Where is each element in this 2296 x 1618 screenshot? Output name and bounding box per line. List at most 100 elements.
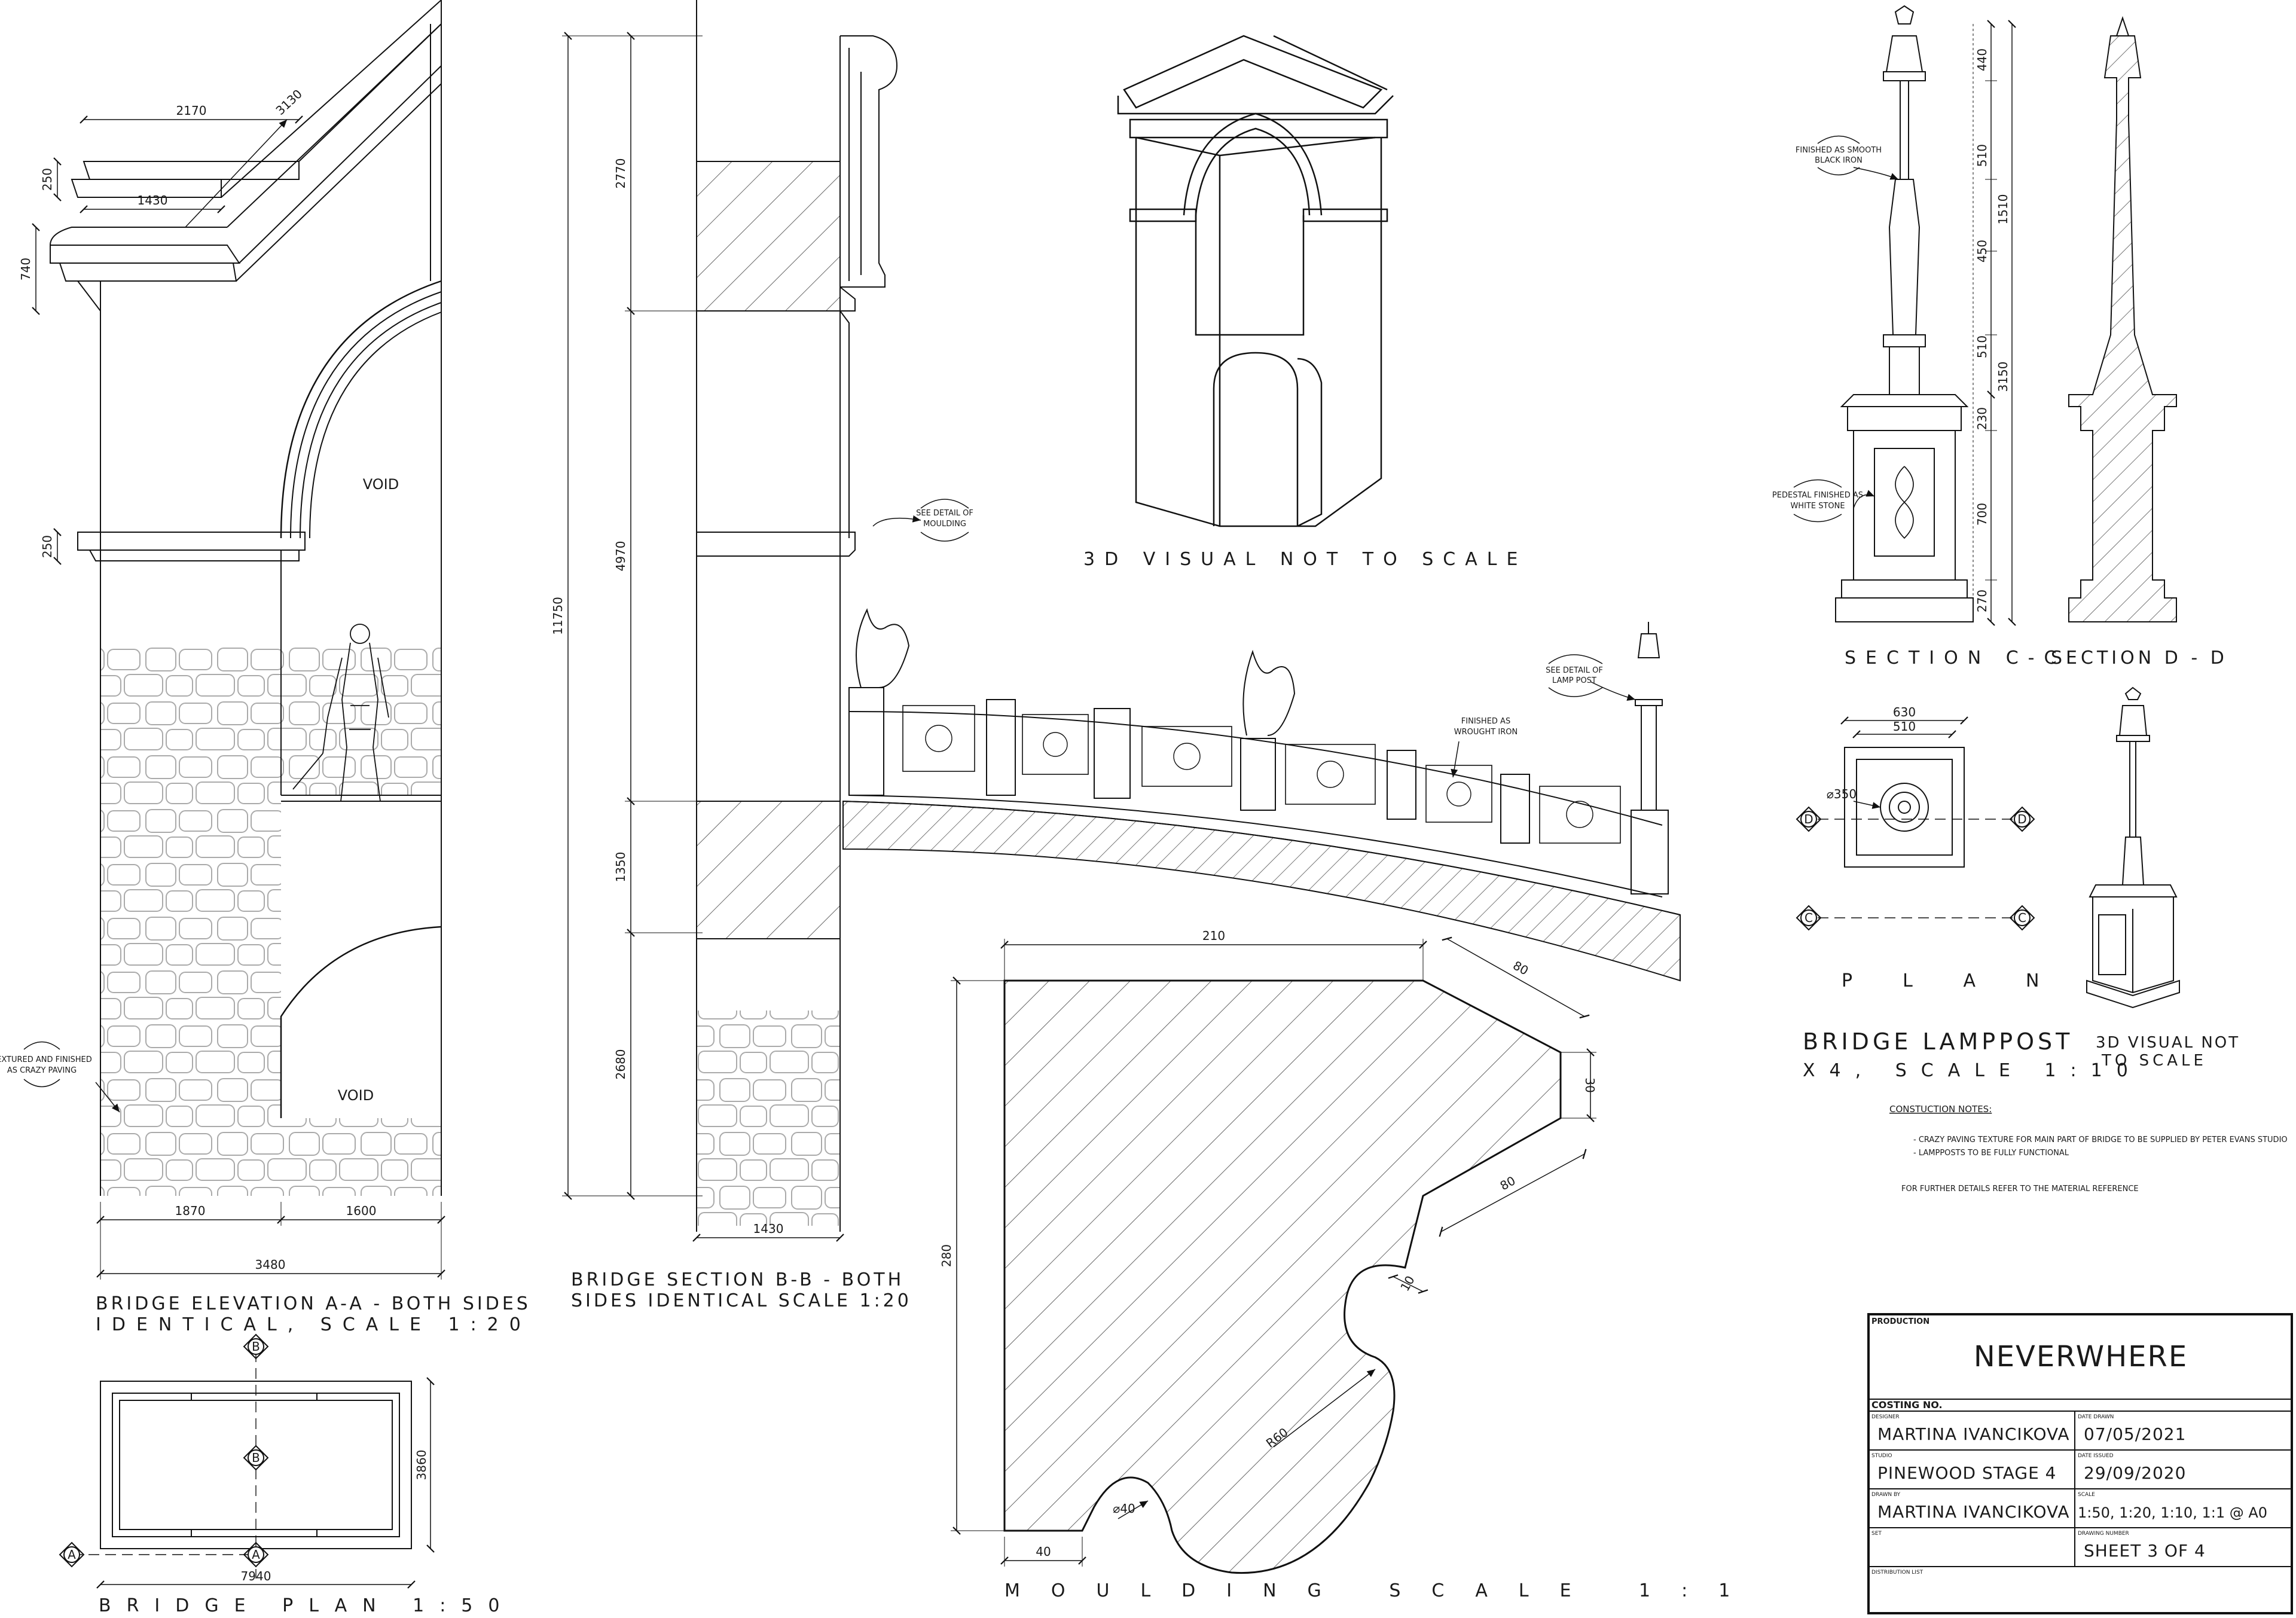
dim-510b: 510 — [1975, 335, 1989, 358]
construction-note-1: - CRAZY PAVING TEXTURE FOR MAIN PART OF … — [1913, 1135, 2288, 1144]
production-label: PRODUCTION — [1871, 1317, 1929, 1326]
marker-c-left-label: C — [1805, 911, 1813, 925]
marker-d-left-label: D — [1804, 812, 1813, 826]
elevation-title-line1: BRIDGE ELEVATION A-A - BOTH SIDES — [96, 1293, 531, 1314]
marker-b-mid-label: B — [252, 1451, 260, 1465]
plan-title: BRIDGE PLAN 1:50 — [99, 1595, 515, 1616]
dim-1600: 1600 — [346, 1204, 377, 1218]
dim-3130: 3130 — [273, 87, 305, 118]
dim-270: 270 — [1975, 590, 1989, 612]
lamppost-section-cc — [1793, 5, 2016, 626]
black-iron-note-line2: BLACK IRON — [1815, 156, 1863, 165]
dim-210: 210 — [1202, 929, 1225, 943]
paving-note-line1: TEXTURED AND FINISHED — [0, 1055, 92, 1064]
dim-3480: 3480 — [255, 1257, 286, 1272]
dim-250-top: 250 — [40, 168, 54, 191]
marker-b-top-label: B — [252, 1339, 260, 1354]
date-drawn-value: 07/05/2021 — [2084, 1424, 2186, 1444]
drawn-by-label: DRAWN BY — [1871, 1492, 1901, 1498]
marker-a-right-label: A — [252, 1547, 260, 1562]
section-bb-title-line1: BRIDGE SECTION B-B - BOTH — [571, 1269, 904, 1290]
dim-440: 440 — [1975, 48, 1989, 71]
dim-510-plan: 510 — [1893, 719, 1916, 734]
elevation-labels: 2170 3130 1430 250 740 250 VOID VOID 187… — [0, 87, 532, 1335]
studio-label: STUDIO — [1871, 1453, 1892, 1459]
lamp-note-line1: SEE DETAIL OF — [1546, 666, 1603, 675]
section-bb-labels: 11750 2770 4970 1350 2680 1430 SEE DETAI… — [551, 158, 973, 1311]
section-hatch-lower — [696, 801, 841, 939]
dim-2680: 2680 — [613, 1049, 628, 1080]
moulding-note-line2: MOULDING — [923, 520, 966, 529]
dim-30: 30 — [1583, 1077, 1597, 1092]
construction-notes-heading: CONSTUCTION NOTES: — [1889, 1104, 1992, 1115]
marker-c-right-label: C — [2018, 911, 2026, 925]
dim-1350: 1350 — [613, 852, 628, 883]
dim-1430-section: 1430 — [753, 1222, 784, 1236]
lamppost-visual-line2: TO SCALE — [2101, 1052, 2207, 1070]
black-iron-note-line1: FINISHED AS SMOOTH — [1796, 146, 1882, 155]
marker-d-right-label: D — [2017, 812, 2026, 826]
title-block-text: PRODUCTION NEVERWHERE COSTING NO. DESIGN… — [1871, 1317, 2267, 1576]
marker-a-left-label: A — [68, 1547, 76, 1562]
section-bb-title-line2: SIDES IDENTICAL SCALE 1:20 — [571, 1290, 912, 1311]
moulding-section — [951, 936, 1596, 1574]
lamppost-labels: 440 510 1510 450 510 3150 230 700 270 FI… — [1772, 48, 2224, 668]
void-label-lower: VOID — [338, 1087, 374, 1104]
costing-label: COSTING NO. — [1871, 1399, 1943, 1411]
plan-marker-d-right — [2009, 806, 2035, 832]
plan-marker-c-right — [2009, 905, 2035, 931]
dim-250-mid: 250 — [40, 535, 54, 558]
dim-80-upper: 80 — [1510, 958, 1531, 978]
dim-2170: 2170 — [176, 103, 207, 118]
construction-note-2: - LAMPPOSTS TO BE FULLY FUNCTIONAL — [1913, 1149, 2069, 1158]
gate-3d-caption: 3D VISUAL NOT TO SCALE — [1083, 549, 1527, 570]
plan-labels: B B A A 7940 3860 BRIDGE PLAN 1:50 — [68, 1339, 515, 1616]
dim-230: 230 — [1975, 407, 1989, 430]
void-label-upper: VOID — [363, 476, 399, 493]
gate-3d-visual — [1117, 35, 1394, 527]
lamppost-subtitle: X4, SCALE 1:10 — [1803, 1060, 2142, 1081]
dim-d40: ⌀40 — [1113, 1501, 1135, 1516]
character-figure — [292, 624, 389, 802]
dim-11750: 11750 — [551, 597, 565, 635]
iron-note-line2: WROUGHT IRON — [1454, 728, 1518, 737]
drawing-number-label: DRAWING NUMBER — [2078, 1531, 2129, 1537]
dim-plan-height: 3860 — [414, 1450, 429, 1480]
construction-notes: CONSTUCTION NOTES: - CRAZY PAVING TEXTUR… — [1889, 1104, 2288, 1193]
iron-note-line1: FINISHED AS — [1461, 717, 1510, 726]
dim-d350: ⌀350 — [1827, 787, 1857, 801]
scale-value: 1:50, 1:20, 1:10, 1:1 @ A0 — [2078, 1504, 2267, 1521]
lamppost-plan-title: PLAN — [1842, 970, 2089, 991]
dim-1510: 1510 — [1996, 194, 2010, 225]
designer-label: DESIGNER — [1871, 1414, 1900, 1420]
dim-1870: 1870 — [175, 1204, 206, 1218]
railing-ground-hatch — [842, 800, 1681, 982]
dim-plan-width: 7940 — [241, 1569, 271, 1583]
plan-marker-d-left — [1796, 806, 1822, 832]
scale-label: SCALE — [2078, 1492, 2095, 1498]
set-label: SET — [1871, 1531, 1882, 1537]
stone-note-line2: WHITE STONE — [1790, 502, 1845, 511]
date-issued-label: DATE ISSUED — [2078, 1453, 2114, 1459]
date-drawn-label: DATE DRAWN — [2078, 1414, 2114, 1420]
drawn-by-value: MARTINA IVANCIKOVA — [1877, 1502, 2070, 1522]
section-marker-a-right — [243, 1541, 269, 1568]
lamppost-titles: BRIDGE LAMPPOST X4, SCALE 1:10 3D VISUAL… — [1803, 1028, 2238, 1081]
section-marker-b-top — [243, 1333, 269, 1360]
bridge-elevation — [23, 0, 445, 1280]
dim-40: 40 — [1036, 1544, 1051, 1559]
section-hatch-upper — [696, 161, 841, 312]
distribution-list-label: DISTRIBUTION LIST — [1871, 1570, 1923, 1576]
section-cc-title: SECTION C-C — [1845, 648, 2066, 668]
stone-note-line1: PEDESTAL FINISHED AS — [1772, 491, 1863, 500]
drawing-number-value: SHEET 3 OF 4 — [2084, 1541, 2206, 1561]
construction-further-details: FOR FURTHER DETAILS REFER TO THE MATERIA… — [1901, 1185, 2139, 1193]
section-dd-profile — [2068, 35, 2177, 622]
dim-2770: 2770 — [613, 158, 628, 189]
dim-450: 450 — [1975, 240, 1989, 262]
dim-4970: 4970 — [613, 541, 628, 572]
elevation-title-line2: IDENTICAL, SCALE 1:20 — [96, 1314, 532, 1335]
studio-value: PINEWOOD STAGE 4 — [1877, 1463, 2056, 1483]
date-issued-value: 29/09/2020 — [2084, 1463, 2186, 1483]
